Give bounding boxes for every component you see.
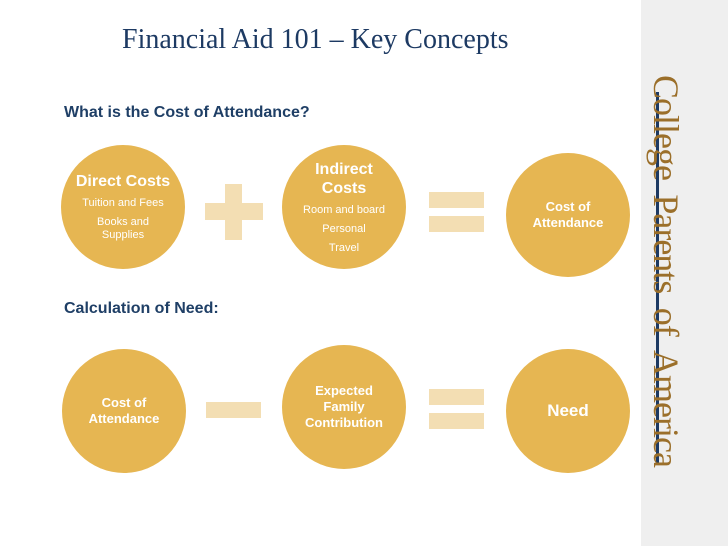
direct-costs-title: Direct Costs: [75, 173, 171, 190]
calculation-of-need-heading: Calculation of Need:: [64, 300, 219, 317]
brand-rule: [656, 92, 659, 464]
brand-word: America: [646, 350, 686, 467]
expected-family-contribution-circle: Expected Family Contribution: [282, 345, 406, 469]
indirect-costs-item: Personal: [322, 222, 366, 235]
direct-costs-circle: Direct Costs Tuition and Fees Books and …: [61, 145, 185, 269]
slide-title: Financial Aid 101 – Key Concepts: [122, 24, 509, 55]
cost-of-attendance-result: Cost of Attendance: [532, 199, 604, 230]
direct-costs-item: Books and Supplies: [97, 216, 149, 241]
brand-word: of: [646, 307, 686, 336]
cost-of-attendance-label: Cost of Attendance: [88, 395, 160, 426]
indirect-costs-title: Indirect Costs: [315, 160, 373, 197]
cost-of-attendance-circle: Cost of Attendance: [62, 349, 186, 473]
indirect-costs-item: Room and board: [303, 203, 385, 216]
indirect-costs-circle: Indirect Costs Room and board Personal T…: [282, 145, 406, 269]
brand-word: College: [646, 75, 686, 180]
direct-costs-item: Tuition and Fees: [82, 197, 164, 209]
cost-of-attendance-result-circle: Cost of Attendance: [506, 153, 630, 277]
expected-family-contribution-label: Expected Family Contribution: [305, 383, 383, 430]
need-result: Need: [547, 401, 589, 420]
indirect-costs-item: Travel: [328, 241, 360, 254]
need-result-circle: Need: [506, 349, 630, 473]
brand-sidebar: [641, 0, 728, 546]
cost-of-attendance-heading: What is the Cost of Attendance?: [64, 104, 310, 121]
brand-word: Parents: [646, 194, 686, 294]
brand-logo: College Parents of America: [646, 75, 686, 467]
